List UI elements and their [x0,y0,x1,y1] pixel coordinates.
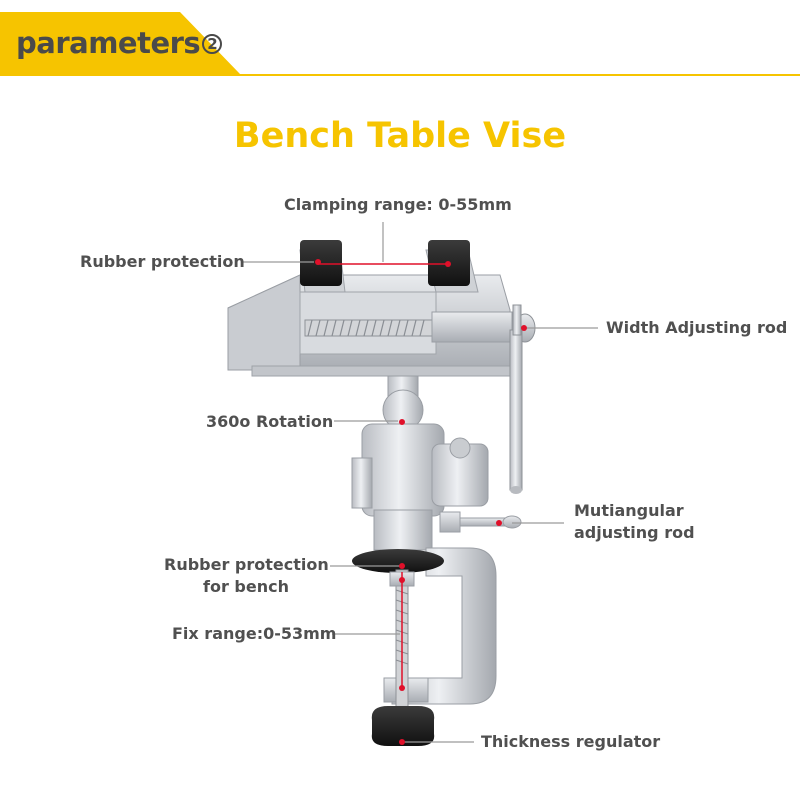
callout-markers [315,259,527,745]
marker-left-pad [315,259,321,265]
label-clamping-range: Clamping range: 0-55mm [284,195,512,214]
thickness-regulator-knob [371,706,435,746]
marker-fix-bottom [399,685,405,691]
header-title-text: parameters [16,26,201,60]
marker-rotation [399,419,405,425]
leader-lines [242,222,598,743]
label-multiangular-line2: adjusting rod [574,523,695,542]
width-adjusting-rod [509,304,536,494]
header-number-badge: 2 [202,34,223,54]
marker-width-rod [521,325,527,331]
c-clamp [373,509,497,705]
label-rubber-bench: Rubber protection for bench [164,554,329,598]
label-rubber-protection: Rubber protection [80,252,245,271]
marker-multiangular [496,520,502,526]
label-rotation: 360o Rotation [206,412,334,431]
header-banner [0,12,800,76]
label-rubber-bench-line1: Rubber protection [164,555,329,574]
left-rubber-pad [300,240,342,286]
label-fix-range: Fix range:0-53mm [172,624,337,643]
multiangular-adjusting-rod [439,511,522,533]
label-width-adjusting-rod: Width Adjusting rod [606,318,788,337]
page-title: Bench Table Vise [233,116,567,156]
label-multiangular-rod: Mutiangular adjusting rod [574,500,695,544]
marker-right-pad [445,261,451,267]
marker-thickness [399,739,405,745]
bench-rubber-pad [352,549,444,573]
marker-bench-pad [399,563,405,569]
marker-fix-top [399,577,405,583]
label-thickness-regulator: Thickness regulator [481,732,661,751]
label-multiangular-line1: Mutiangular [574,501,684,520]
label-rubber-bench-line2: for bench [203,577,289,596]
rotation-column [351,375,489,517]
